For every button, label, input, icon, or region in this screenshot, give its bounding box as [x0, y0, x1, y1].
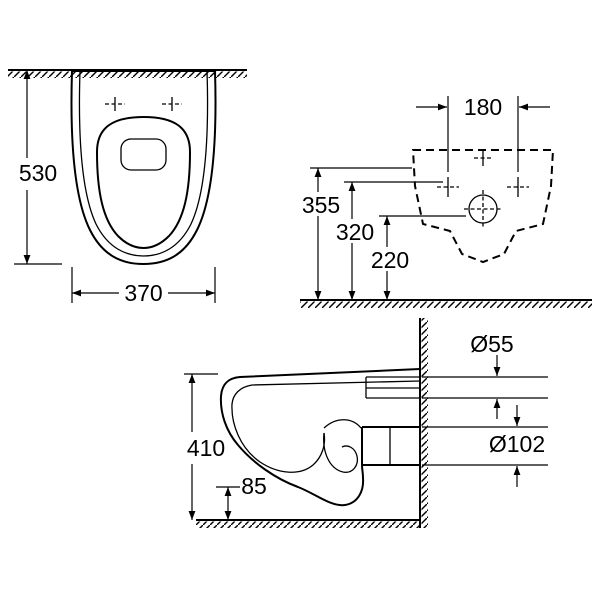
wall-section-hatch-top-view	[8, 71, 247, 78]
trap-weir-line	[323, 419, 362, 429]
hole-spacing-dimension: 180	[416, 94, 550, 172]
height-220-dimension: 220	[371, 215, 466, 300]
height-320-label: 320	[336, 219, 374, 245]
height-355-dimension: 355	[302, 167, 412, 300]
side-view: 410 85 Ø55 Ø102	[184, 318, 548, 528]
rear-view: 180 355 320 220	[300, 94, 592, 308]
hinge-hole-marker-left	[105, 97, 125, 111]
rim-height-label: 410	[187, 435, 225, 461]
toilet-top-inner-edge	[78, 70, 209, 257]
width-dimension: 370	[71, 267, 216, 306]
fixing-hole-marker-right	[507, 177, 529, 197]
clearance-label: 85	[241, 473, 267, 499]
outlet-diameter-dimension: Ø102	[422, 405, 548, 487]
inlet-diameter-label: Ø55	[470, 331, 513, 357]
fixing-hole-marker-left	[437, 177, 459, 197]
outlet-diameter-label: Ø102	[489, 431, 545, 457]
hole-spacing-label: 180	[464, 94, 502, 120]
mounting-outline-dashed	[411, 149, 555, 264]
rim-height-dimension: 410	[184, 373, 225, 520]
flush-inlet-connection	[365, 376, 420, 399]
water-inlet-marker	[474, 150, 492, 166]
outlet-pipe	[362, 426, 420, 466]
inlet-diameter-dimension: Ø55	[422, 331, 548, 419]
height-355-label: 355	[302, 192, 340, 218]
height-320-dimension: 320	[336, 181, 443, 300]
top-view: 530 370	[8, 69, 247, 306]
floor-section-hatch-rear-view	[300, 301, 592, 308]
drain-hole-marker	[464, 190, 502, 228]
height-220-label: 220	[371, 247, 409, 273]
wall-section-hatch-side-view	[421, 318, 428, 528]
toilet-side-profile	[219, 368, 421, 507]
hinge-hole-marker-right	[162, 97, 182, 111]
bowl-inner-profile	[231, 380, 421, 473]
clearance-dimension: 85	[216, 473, 267, 520]
floor-section-hatch-side-view	[196, 521, 420, 528]
depth-dimension-label: 530	[19, 160, 57, 186]
depth-dimension: 530	[14, 70, 62, 265]
flush-water-area	[120, 138, 167, 171]
width-dimension-label: 370	[124, 280, 162, 306]
trap-inner-curve	[323, 432, 359, 473]
seat-opening	[95, 115, 192, 250]
